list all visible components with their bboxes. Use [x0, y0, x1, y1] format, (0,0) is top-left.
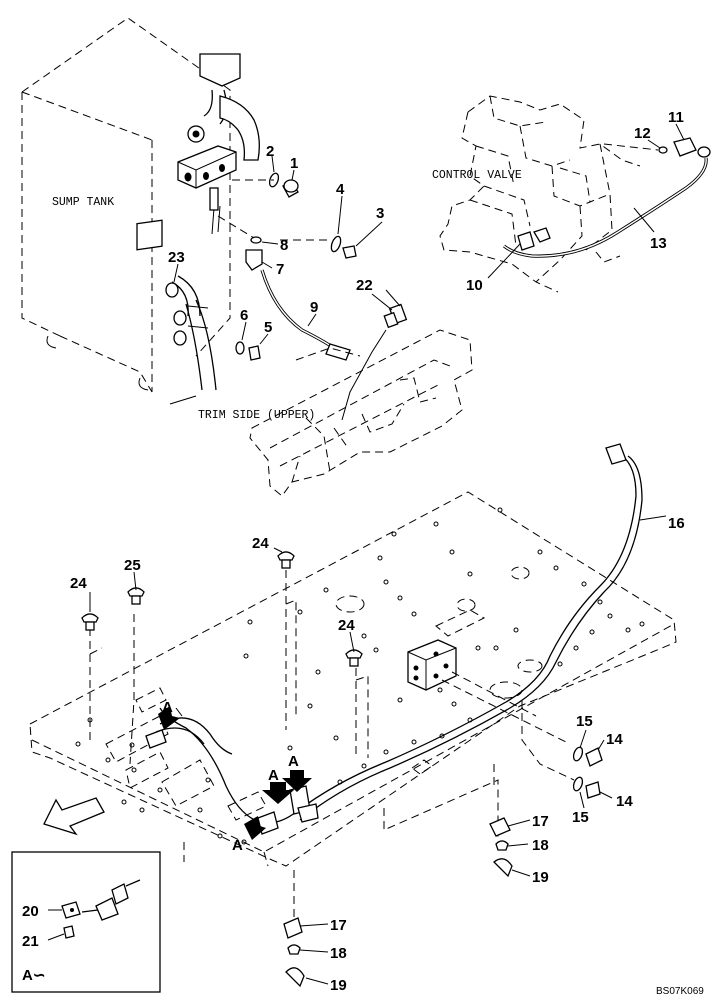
callout-9: 9 — [310, 299, 318, 316]
callout-14-a: 14 — [606, 731, 623, 748]
callout-5: 5 — [264, 319, 272, 336]
callout-2: 2 — [266, 143, 274, 160]
callout-11: 11 — [668, 109, 684, 126]
callout-3: 3 — [376, 205, 384, 222]
detail-view-box — [11, 851, 161, 993]
sump-tank-label: SUMP TANK — [52, 196, 114, 209]
callout-10: 10 — [466, 277, 483, 294]
callout-19-a: 19 — [532, 869, 549, 886]
plug-14-15-parts — [572, 746, 603, 799]
detail-view-label: A∽ — [22, 967, 45, 984]
bolt-alignment-lines — [89, 570, 499, 930]
callout-6: 6 — [240, 307, 248, 324]
callout-17-a: 17 — [532, 813, 549, 830]
callout-12: 12 — [634, 125, 651, 142]
plug-and-oring-parts — [217, 172, 357, 361]
view-marker-a-4: A — [232, 837, 243, 854]
floor-harness — [145, 443, 643, 835]
callout-15-b: 15 — [572, 809, 589, 826]
valve-fittings-and-hose — [503, 137, 711, 258]
control-valve — [439, 95, 641, 293]
callout-24-c: 24 — [338, 617, 355, 634]
trim-side-upper — [249, 303, 473, 497]
callout-16: 16 — [668, 515, 685, 532]
front-direction-arrow — [43, 797, 105, 836]
view-arrows: A A A A — [158, 699, 312, 854]
callout-17-b: 17 — [330, 917, 347, 934]
callout-18-b: 18 — [330, 945, 347, 962]
clamp-hardware — [283, 817, 513, 988]
floor-plate — [29, 491, 677, 867]
leader-lines — [47, 123, 685, 985]
callout-1: 1 — [290, 155, 298, 172]
callout-8: 8 — [280, 237, 288, 254]
callout-19-b: 19 — [330, 977, 347, 994]
callout-25: 25 — [124, 557, 141, 574]
callout-15-a: 15 — [576, 713, 593, 730]
view-marker-a-2: A — [268, 767, 279, 784]
callout-numbers: 1 2 3 4 5 6 7 8 9 10 11 12 13 14 14 15 1… — [22, 109, 685, 994]
callout-22: 22 — [356, 277, 373, 294]
floor-plate-bolt-holes — [75, 507, 645, 845]
sump-tank — [21, 17, 260, 405]
callout-21: 21 — [22, 933, 39, 950]
trim-side-label: TRIM SIDE (UPPER) — [198, 409, 315, 422]
drawing-code: BS07K069 — [656, 986, 704, 997]
callout-24-a: 24 — [70, 575, 87, 592]
view-marker-a-3: A — [288, 753, 299, 770]
control-valve-label: CONTROL VALVE — [432, 169, 522, 182]
valve-block — [407, 639, 575, 781]
callout-20: 20 — [22, 903, 39, 920]
callout-14-b: 14 — [616, 793, 633, 810]
callout-13: 13 — [650, 235, 667, 252]
callout-23: 23 — [168, 249, 185, 266]
bolt-hardware — [81, 551, 363, 667]
callout-7: 7 — [276, 261, 284, 278]
callout-24-b: 24 — [252, 535, 269, 552]
callout-18-a: 18 — [532, 837, 549, 854]
callout-4: 4 — [336, 181, 345, 198]
view-marker-a-1: A — [162, 699, 173, 716]
